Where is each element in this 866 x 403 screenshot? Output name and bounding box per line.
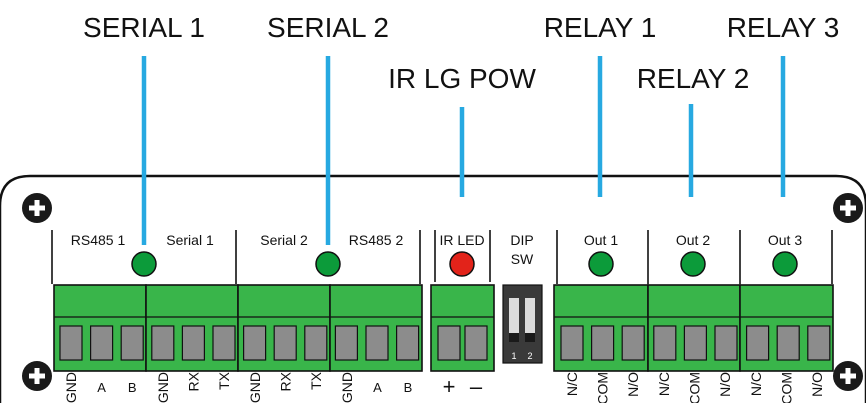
terminal-slot bbox=[212, 325, 236, 361]
panel-outline bbox=[0, 174, 866, 403]
serial2-led bbox=[315, 251, 341, 277]
pin-label: GND bbox=[247, 372, 263, 403]
terminal-slot bbox=[745, 325, 770, 361]
terminal-slot bbox=[464, 325, 488, 361]
label-sw: SW bbox=[511, 251, 534, 267]
pin-label: N/C bbox=[656, 372, 672, 396]
pin-label: N/C bbox=[748, 372, 764, 396]
pin-label: A bbox=[97, 380, 106, 395]
pin-label: N/O bbox=[625, 372, 641, 397]
callout-relay2: RELAY 2 bbox=[637, 63, 750, 94]
terminal-slot bbox=[59, 325, 83, 361]
ir-led bbox=[449, 251, 475, 277]
label-out3: Out 3 bbox=[768, 232, 802, 248]
dip-number-1: 1 bbox=[511, 351, 516, 361]
terminal-slot bbox=[714, 325, 738, 361]
pin-label: RX bbox=[278, 371, 294, 391]
pin-label: B bbox=[128, 380, 137, 395]
terminal-slot bbox=[89, 325, 114, 361]
out1-led bbox=[588, 251, 614, 277]
dip-switch[interactable]: 1 2 bbox=[502, 284, 543, 364]
pin-label: COM bbox=[595, 372, 611, 403]
screw-icon bbox=[833, 361, 863, 391]
callout-relay1: RELAY 1 bbox=[544, 12, 657, 43]
pin-label: – bbox=[470, 374, 483, 399]
pin-label: GND bbox=[63, 372, 79, 403]
pin-label: GND bbox=[339, 372, 355, 403]
pin-label: B bbox=[404, 380, 413, 395]
terminal-slot bbox=[151, 325, 175, 361]
callout-serial2: SERIAL 2 bbox=[267, 12, 389, 43]
label-dip: DIP bbox=[510, 232, 533, 248]
pin-label: + bbox=[443, 374, 456, 399]
terminal-slot bbox=[437, 325, 461, 361]
callout-relay3: RELAY 3 bbox=[727, 12, 840, 43]
label-rs485-2: RS485 2 bbox=[349, 232, 404, 248]
screw-icon bbox=[22, 361, 52, 391]
pin-labels: GND A B GND RX TX GND RX TX GND A B +– N/C COM N/O N/C CO… bbox=[63, 371, 825, 403]
pin-label: TX bbox=[216, 371, 232, 390]
terminal-slot bbox=[243, 325, 267, 361]
terminal-slot bbox=[396, 325, 420, 361]
serial1-led bbox=[131, 251, 157, 277]
pin-label: A bbox=[373, 380, 382, 395]
terminal-slot bbox=[334, 325, 358, 361]
terminal-slot bbox=[365, 325, 389, 361]
pin-label: N/C bbox=[564, 372, 580, 396]
pin-label: COM bbox=[779, 372, 795, 403]
terminal-slot bbox=[120, 325, 144, 361]
screw-icon bbox=[22, 193, 52, 223]
terminal-slot bbox=[621, 325, 645, 361]
label-rs485-1: RS485 1 bbox=[71, 232, 126, 248]
pin-label: N/O bbox=[717, 372, 733, 397]
terminal-slot bbox=[590, 325, 615, 361]
callout-lines bbox=[141, 56, 786, 245]
callout-ir: IR LG POW bbox=[388, 63, 536, 94]
terminal-slot bbox=[273, 325, 297, 361]
screw-icon bbox=[833, 193, 863, 223]
label-out2: Out 2 bbox=[676, 232, 710, 248]
out2-led bbox=[680, 251, 706, 277]
label-ir-led: IR LED bbox=[439, 232, 484, 248]
label-serial-1: Serial 1 bbox=[166, 232, 214, 248]
terminal-slot bbox=[683, 325, 708, 361]
pin-label: GND bbox=[155, 372, 171, 403]
section-brackets bbox=[51, 230, 833, 284]
terminal-slot bbox=[807, 325, 831, 361]
label-out1: Out 1 bbox=[584, 232, 618, 248]
out3-led bbox=[772, 251, 798, 277]
dip-number-2: 2 bbox=[527, 351, 532, 361]
pin-label: TX bbox=[308, 371, 324, 390]
pin-label: RX bbox=[185, 371, 201, 391]
terminal-slots bbox=[59, 325, 831, 361]
terminal-slot bbox=[776, 325, 800, 361]
label-serial-2: Serial 2 bbox=[260, 232, 308, 248]
callout-serial1: SERIAL 1 bbox=[83, 12, 205, 43]
terminal-slot bbox=[304, 325, 328, 361]
pin-label: COM bbox=[687, 372, 703, 403]
terminal-slot bbox=[560, 325, 584, 361]
pin-label: N/O bbox=[809, 372, 825, 397]
terminal-slot bbox=[653, 325, 677, 361]
terminal-slot bbox=[181, 325, 205, 361]
